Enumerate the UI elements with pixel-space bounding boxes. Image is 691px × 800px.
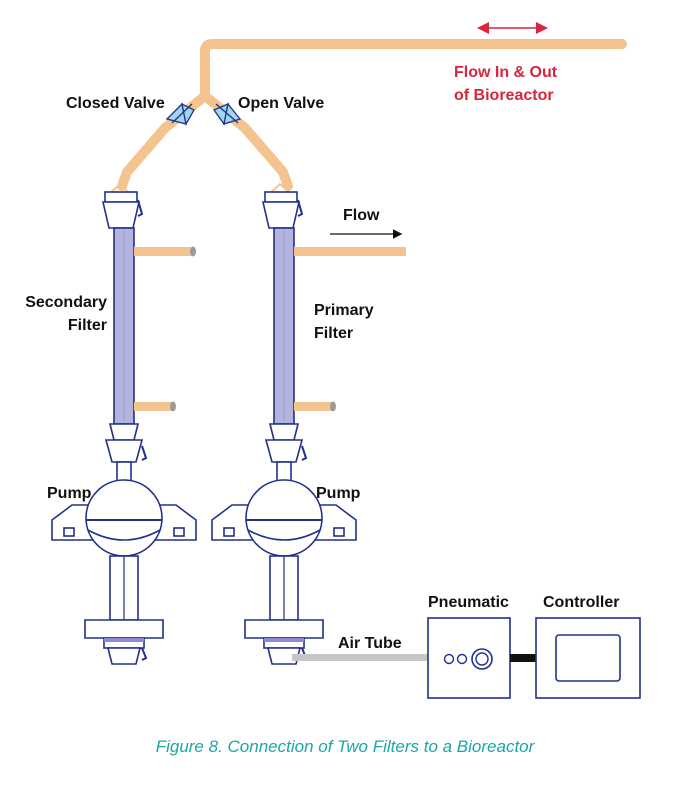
primary-outlet-tube xyxy=(294,247,406,256)
secondary-lower-port xyxy=(134,402,172,411)
pump-left xyxy=(51,479,197,665)
air-tube xyxy=(292,654,430,661)
flow-in-out-label-line1: Flow In & Out xyxy=(454,64,558,81)
primary-lower-clamp[interactable] xyxy=(301,445,308,461)
secondary-filter-cap xyxy=(104,191,138,203)
flow-in-out-label-line2: of Bioreactor xyxy=(454,87,554,104)
figure-caption: Figure 8. Connection of Two Filters to a… xyxy=(156,737,536,756)
pneumatic-label: Pneumatic xyxy=(428,594,509,611)
pneumatic-unit xyxy=(427,617,511,699)
controller-cable xyxy=(510,654,536,662)
flow-label: Flow xyxy=(343,207,380,224)
open-valve-icon[interactable] xyxy=(213,102,242,126)
primary-filter-assembly xyxy=(261,191,406,489)
pump-left-label: Pump xyxy=(47,485,92,502)
secondary-clamp-handle[interactable] xyxy=(137,199,144,217)
pump-left-clamp[interactable] xyxy=(141,647,148,661)
pump-right xyxy=(211,479,357,665)
pneumatic-indicator-1 xyxy=(443,653,455,665)
secondary-filter-assembly xyxy=(101,191,196,489)
primary-lower-port xyxy=(294,402,332,411)
closed-valve-icon[interactable] xyxy=(165,102,195,126)
primary-filter-label-line2: Filter xyxy=(314,325,353,342)
primary-filter-cap xyxy=(264,191,298,203)
secondary-lower-clamp[interactable] xyxy=(141,445,148,461)
secondary-filter-label-line2: Filter xyxy=(68,317,107,334)
open-valve-label: Open Valve xyxy=(238,95,324,112)
primary-clamp-handle[interactable] xyxy=(297,199,304,217)
controller-screen xyxy=(555,634,621,682)
primary-filter-label-line1: Primary xyxy=(314,302,374,319)
secondary-upper-port xyxy=(134,247,192,256)
secondary-filter-label-line1: Secondary xyxy=(25,294,107,311)
controller-label: Controller xyxy=(543,594,619,611)
air-tube-label: Air Tube xyxy=(338,635,402,652)
closed-valve-label: Closed Valve xyxy=(66,95,165,112)
pneumatic-indicator-2 xyxy=(456,653,468,665)
pump-right-label: Pump xyxy=(316,485,361,502)
controller-unit xyxy=(535,617,641,699)
